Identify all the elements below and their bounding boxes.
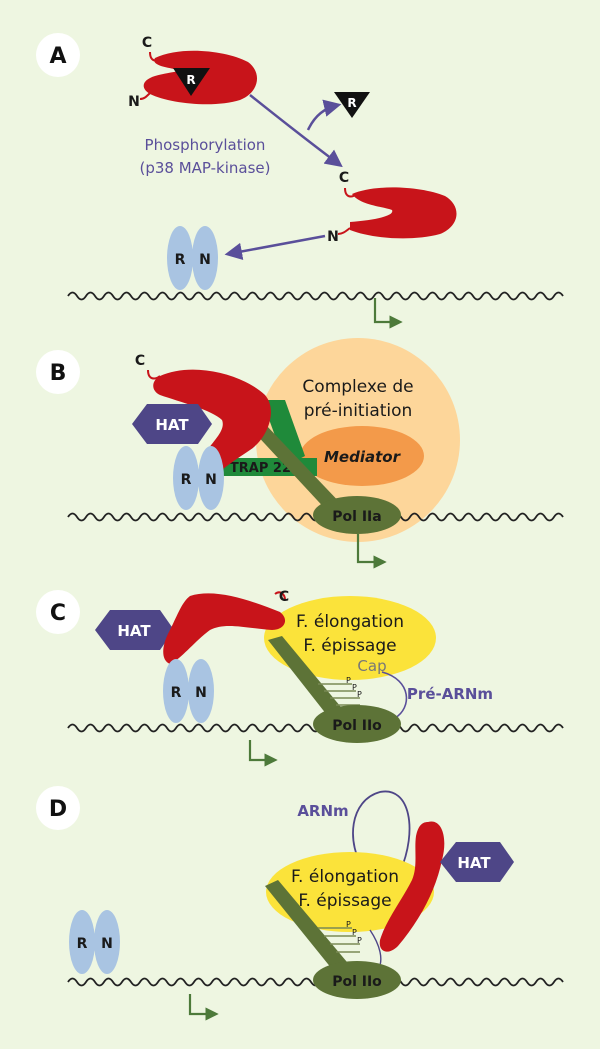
complex-label-2: pré-initiation xyxy=(304,401,413,421)
binding-arrow xyxy=(224,234,326,261)
hat-d xyxy=(440,842,514,882)
rn-r-domain-b xyxy=(173,446,199,510)
hat-label-b: HAT xyxy=(155,416,189,434)
mrna-loop xyxy=(352,790,411,873)
pol-iia-label: Pol IIa xyxy=(332,509,381,525)
rn-n-domain xyxy=(192,226,218,290)
mediator-label: Mediator xyxy=(324,448,402,466)
panel-c: C F. élongation F. épissage HAT C R N P … xyxy=(36,589,564,767)
panel-c-badge xyxy=(36,590,80,634)
mediator xyxy=(300,426,424,486)
pol-iio-d xyxy=(313,961,401,999)
ctd-tail-b xyxy=(252,424,345,514)
pol-iia xyxy=(313,496,401,534)
kinase-label: (p38 MAP-kinase) xyxy=(139,159,270,177)
receptor-b xyxy=(153,369,271,480)
elongation-label-d: F. élongation xyxy=(291,867,399,887)
svg-text:P: P xyxy=(352,928,357,937)
svg-text:N: N xyxy=(205,472,217,488)
c-terminus-label-2: C xyxy=(339,170,349,186)
pre-mrna-label: Pré-ARNm xyxy=(407,685,493,703)
c-terminus-label-c: C xyxy=(279,589,289,605)
svg-text:R: R xyxy=(171,685,182,701)
n-terminus-label: N xyxy=(128,94,140,110)
bound-r-domain xyxy=(173,68,210,96)
dna-strand-a xyxy=(67,291,564,301)
release-arrow xyxy=(306,99,342,131)
panel-d-letter: D xyxy=(49,797,67,822)
ctd-tail-d xyxy=(265,880,352,974)
svg-text:R: R xyxy=(77,936,88,952)
phospho-marks-d xyxy=(318,927,360,953)
rn-r-domain-d xyxy=(69,910,95,974)
phosphorylation-label: Phosphorylation xyxy=(145,136,266,154)
svg-text:P: P xyxy=(346,920,351,929)
dna-strand-c xyxy=(67,723,564,733)
hat-label-d: HAT xyxy=(457,854,491,872)
tss-arrow-b xyxy=(356,534,387,569)
tss-arrow-c xyxy=(248,740,278,767)
panel-b-badge xyxy=(36,350,80,394)
c-terminus-label: C xyxy=(142,35,152,51)
panel-d-badge xyxy=(36,786,80,830)
c-terminus-label-b: C xyxy=(135,353,145,369)
svg-text:P: P xyxy=(346,676,351,685)
svg-text:P: P xyxy=(357,690,362,699)
svg-text:R: R xyxy=(347,96,356,110)
receptor-c xyxy=(163,593,286,664)
panel-a-badge xyxy=(36,33,80,77)
hat-label-c: HAT xyxy=(117,622,151,640)
svg-text:N: N xyxy=(101,936,113,952)
n-terminus-label-2: N xyxy=(327,229,339,245)
hat-b xyxy=(132,404,212,444)
panel-d: D ARNm F. élongation F. épissage HAT P P… xyxy=(36,786,564,1021)
pol-iio-label-d: Pol IIo xyxy=(332,974,382,990)
pol-iio-label-c: Pol IIo xyxy=(332,718,382,734)
mrna-label: ARNm xyxy=(297,802,348,820)
rn-n-domain-b xyxy=(198,446,224,510)
receptor-d xyxy=(379,821,445,952)
receptor-open xyxy=(337,187,457,239)
rn-n-domain-c xyxy=(188,659,214,723)
svg-text:R: R xyxy=(181,472,192,488)
svg-text:P: P xyxy=(352,683,357,692)
elongation-label-c: F. élongation xyxy=(296,612,404,632)
rn-r-domain-c xyxy=(163,659,189,723)
phosphorylation-arrow xyxy=(249,94,343,168)
svg-text:R: R xyxy=(186,73,195,87)
elongation-factors-c xyxy=(264,596,436,680)
pre-mrna-strand xyxy=(381,671,408,719)
receptor-closed: R xyxy=(139,50,258,105)
panel-b: B Complexe de pré-initiation Mediator TR… xyxy=(36,338,564,569)
released-r-domain xyxy=(334,92,370,118)
tss-arrow-d xyxy=(188,994,219,1021)
ctd-tail-c xyxy=(268,636,350,724)
svg-text:N: N xyxy=(199,252,211,268)
pol-iio-c xyxy=(313,705,401,743)
hat-c xyxy=(95,610,174,650)
complex-label-1: Complexe de xyxy=(302,377,413,397)
trap-arm xyxy=(262,400,305,466)
panel-a-letter: A xyxy=(49,44,66,69)
cap-label: Cap xyxy=(357,657,386,675)
svg-text:N: N xyxy=(195,685,207,701)
rn-n-domain-d xyxy=(94,910,120,974)
panel-a: A R C N R Phosphorylation (p38 MAP-kinas… xyxy=(36,33,564,329)
rn-r-domain xyxy=(167,226,193,290)
trap-label: TRAP 220 xyxy=(230,461,300,476)
panel-b-letter: B xyxy=(50,361,67,386)
splicing-label-c: F. épissage xyxy=(303,636,396,656)
tss-arrow-a xyxy=(373,298,403,329)
elongation-factors-d xyxy=(266,852,434,932)
svg-text:P: P xyxy=(357,936,362,945)
phospho-marks-c xyxy=(318,683,360,706)
splicing-label-d: F. épissage xyxy=(298,891,391,911)
panel-c-letter: C xyxy=(50,601,66,626)
svg-text:R: R xyxy=(175,252,186,268)
